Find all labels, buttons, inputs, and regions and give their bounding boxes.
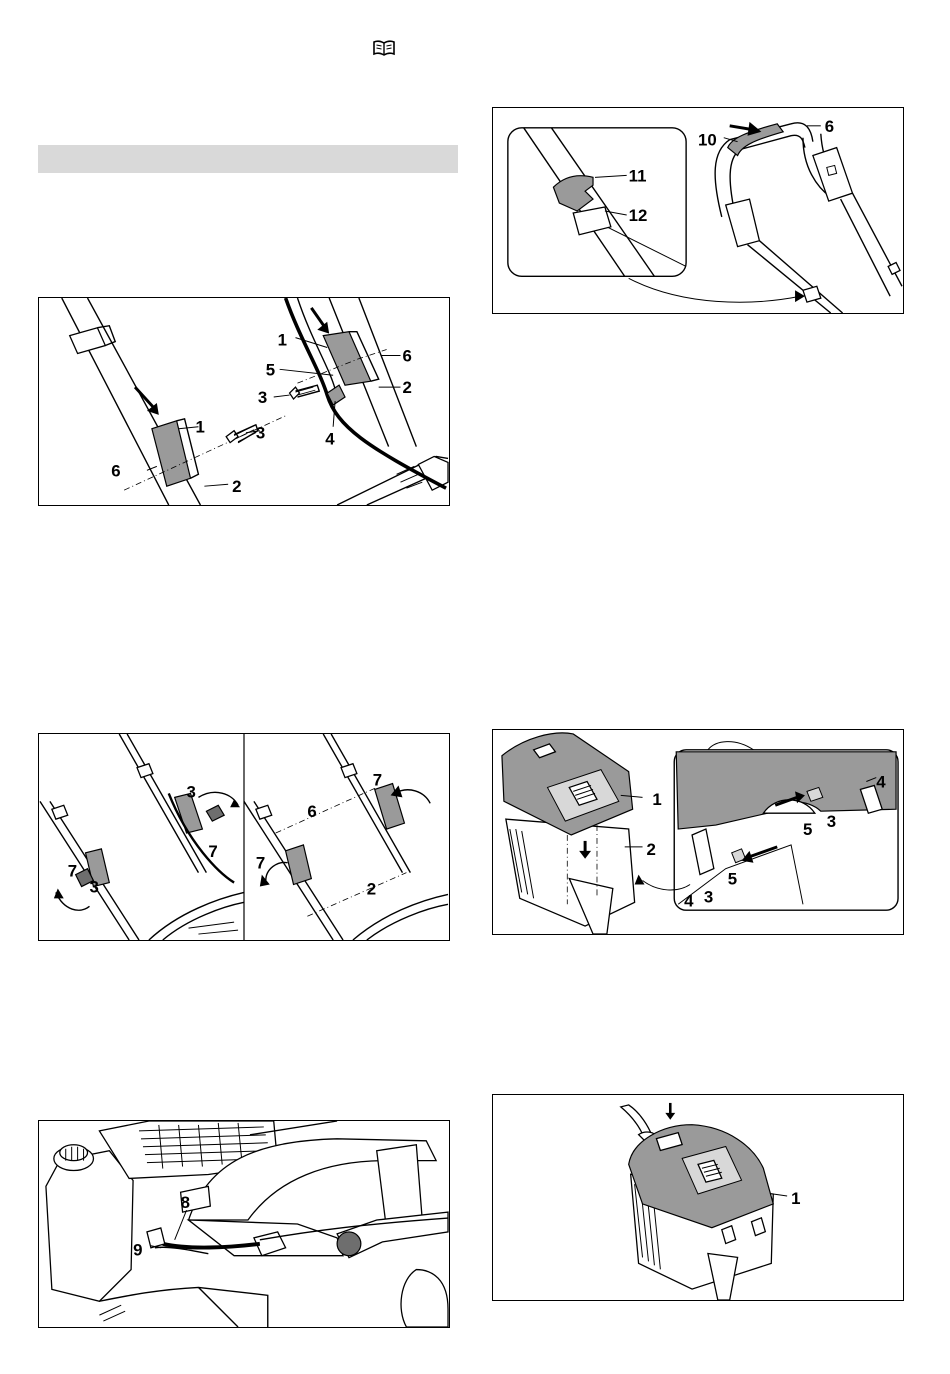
figure-catcher-lid: 1 2 4 5 3 5 4 3	[492, 729, 904, 935]
callout-3-left: 3	[256, 424, 265, 443]
figure-fitting-lid-drawing: 1	[493, 1095, 903, 1300]
figure-handle-assembly: 1 1 2 2 3 3 4 5 6 6	[38, 297, 450, 506]
callout-8: 8	[181, 1193, 190, 1212]
callout-6-left: 6	[111, 461, 120, 480]
callout-5-left: 5	[728, 869, 737, 888]
callout-4-left: 4	[684, 891, 694, 910]
callout-6-right: 6	[402, 346, 411, 365]
callout-7-top: 7	[208, 842, 217, 861]
figure-handle-assembly-drawing: 1 1 2 2 3 3 4 5 6 6	[39, 298, 449, 505]
callout-12: 12	[629, 206, 648, 225]
callout-11: 11	[629, 166, 647, 185]
callout-9: 9	[133, 1241, 142, 1260]
figure-engine-cable-drawing: 8 9	[39, 1121, 449, 1327]
figure-engine-cable: 8 9	[38, 1120, 450, 1328]
callout-4: 4	[325, 430, 335, 449]
figure-cable-clip: 10 6 11 12	[492, 107, 904, 314]
manual-book-icon	[372, 39, 396, 57]
figure-handle-knobs: 3 7 7 3 7 6 7 2	[38, 733, 450, 941]
callout-3-top: 3	[187, 782, 196, 801]
callout-2: 2	[367, 879, 376, 898]
callout-7-bottom: 7	[68, 862, 77, 881]
callout-6: 6	[307, 802, 316, 821]
callout-3-right: 3	[258, 388, 267, 407]
callout-3-left: 3	[704, 887, 713, 906]
callout-7-right-bottom: 7	[256, 854, 265, 873]
callout-1: 1	[652, 790, 661, 809]
figure-handle-knobs-drawing: 3 7 7 3 7 6 7 2	[39, 734, 449, 940]
callout-5-right: 5	[803, 820, 812, 839]
callout-2-right: 2	[402, 378, 411, 397]
callout-4-right: 4	[876, 772, 886, 791]
section-heading-bar	[38, 145, 458, 173]
figure-cable-clip-drawing: 10 6 11 12	[493, 108, 903, 313]
callout-1-right: 1	[278, 331, 287, 350]
callout-2-left: 2	[232, 477, 241, 496]
callout-5: 5	[266, 360, 275, 379]
figure-fitting-lid: 1	[492, 1094, 904, 1301]
callout-3-bottom: 3	[90, 877, 99, 896]
callout-1: 1	[791, 1189, 800, 1208]
callout-7-right-top: 7	[373, 771, 382, 790]
callout-10: 10	[698, 131, 717, 150]
callout-6: 6	[825, 117, 834, 136]
figure-catcher-lid-drawing: 1 2 4 5 3 5 4 3	[493, 730, 903, 934]
callout-2: 2	[647, 840, 656, 859]
callout-1-left: 1	[195, 418, 204, 437]
callout-3-right: 3	[827, 812, 836, 831]
